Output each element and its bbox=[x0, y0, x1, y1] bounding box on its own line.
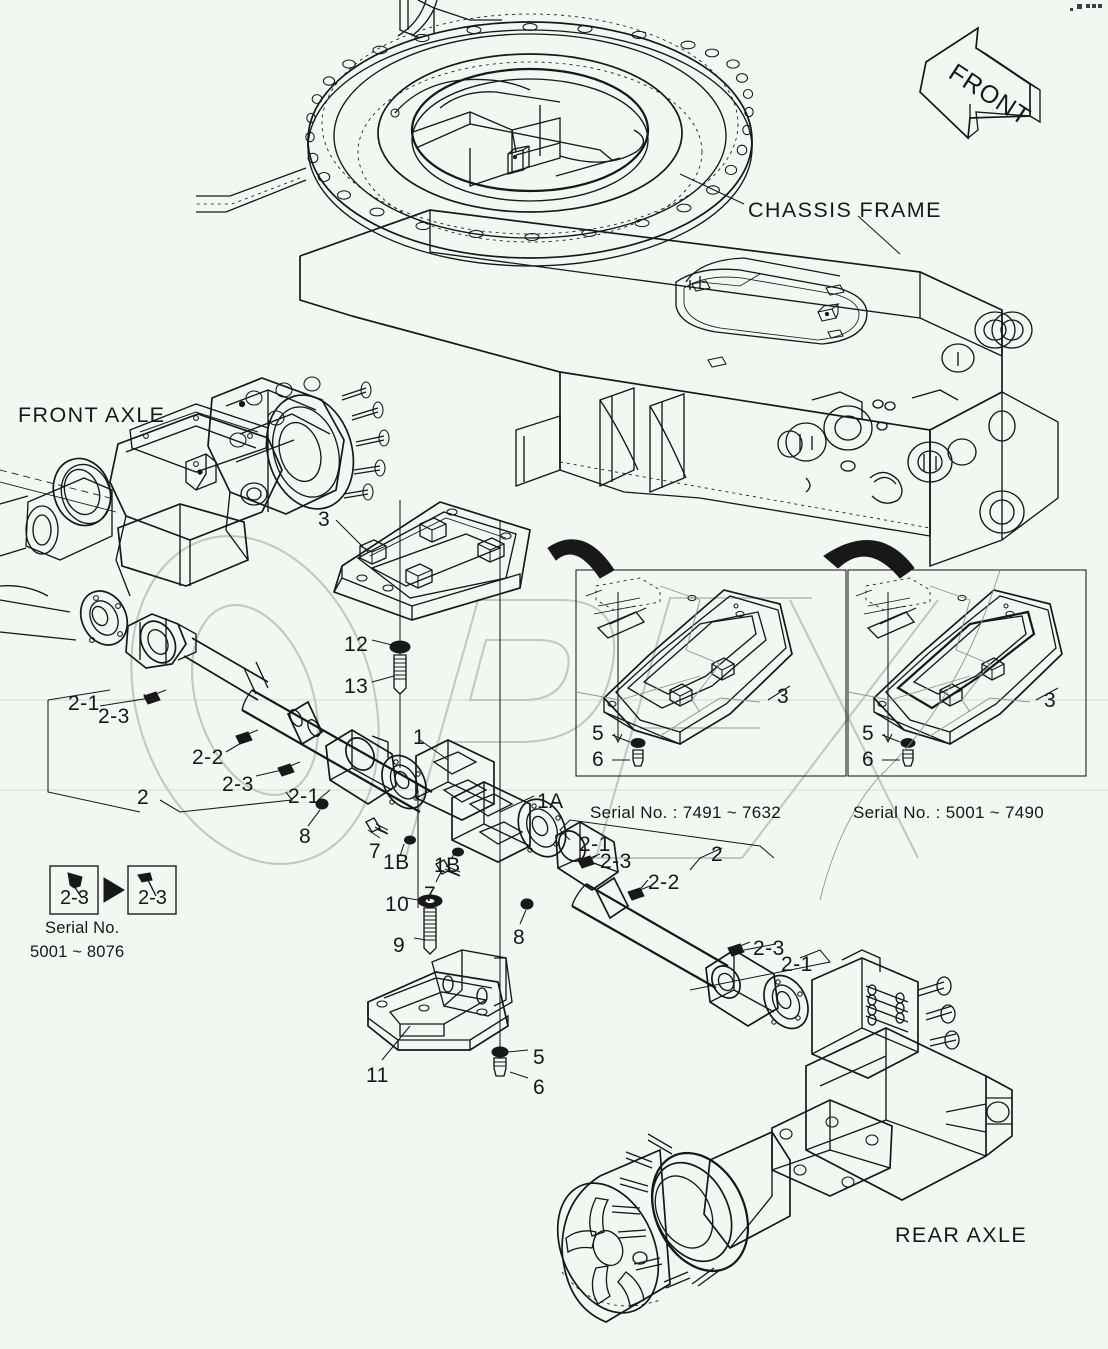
callout-c2-1-b: 2-1 bbox=[288, 785, 320, 808]
callout-c10: 10 bbox=[385, 893, 410, 916]
callout-c2-1-c: 2-1 bbox=[579, 833, 611, 856]
callout-c8-b: 8 bbox=[513, 926, 526, 949]
callout-c9: 9 bbox=[393, 934, 406, 957]
substitution-serial-line2: 5001 ~ 8076 bbox=[30, 943, 125, 961]
inset-left-part-3: 3 bbox=[777, 685, 790, 708]
callout-c13: 13 bbox=[344, 675, 369, 698]
corner-registration-mark bbox=[1070, 4, 1102, 11]
callout-c1A: 1A bbox=[537, 790, 564, 813]
callout-c1B-b: 1B bbox=[434, 854, 461, 877]
bolt-7-lower bbox=[435, 859, 461, 877]
callout-c2-2-b: 2-2 bbox=[648, 871, 680, 894]
bracket-3-upper bbox=[332, 501, 531, 695]
callout-c12: 12 bbox=[344, 633, 369, 656]
callout-c7-b: 7 bbox=[424, 883, 437, 906]
rear-propeller-shaft bbox=[520, 821, 809, 1030]
inset-right-part-3: 3 bbox=[1044, 689, 1057, 712]
leader-lines bbox=[47, 173, 1059, 1079]
move-arrows bbox=[547, 539, 915, 579]
inset-right-washer-5: 5 bbox=[862, 722, 875, 745]
callout-c6-main: 6 bbox=[533, 1076, 546, 1099]
bracket-3-nuts bbox=[359, 517, 505, 589]
callout-c2-2-a: 2-2 bbox=[192, 746, 224, 769]
callout-c2-a: 2 bbox=[137, 786, 150, 809]
inset-right-serial: Serial No. : 5001 ~ 7490 bbox=[853, 803, 1045, 822]
front-axle-assembly bbox=[0, 376, 390, 646]
substitution-from-label: 2-3 bbox=[60, 887, 89, 909]
substitution-note bbox=[49, 865, 177, 915]
callout-c2-1-a: 2-1 bbox=[68, 692, 100, 715]
callout-c8-a: 8 bbox=[299, 825, 312, 848]
callout-c2-3-b: 2-3 bbox=[222, 773, 254, 796]
front-arrow-sign bbox=[919, 26, 1041, 140]
inset-left-washer-5: 5 bbox=[592, 722, 605, 745]
slewing-ring-bearing bbox=[196, 0, 754, 267]
inset-left-serial: Serial No. : 7491 ~ 7632 bbox=[590, 803, 782, 822]
inset-box-left bbox=[575, 569, 847, 777]
callout-c7-a: 7 bbox=[369, 840, 382, 863]
front-propeller-shaft bbox=[125, 613, 433, 813]
callout-c2-1-d: 2-1 bbox=[781, 953, 813, 976]
inset-right-bolt-6: 6 bbox=[862, 748, 875, 771]
callout-c2-b: 2 bbox=[711, 843, 724, 866]
front-axle-title: FRONT AXLE bbox=[18, 403, 166, 427]
callout-c3-top: 3 bbox=[318, 508, 331, 531]
callout-c5-main: 5 bbox=[533, 1046, 546, 1069]
callout-c2-3-a: 2-3 bbox=[98, 705, 130, 728]
substitution-to-label: 2-3 bbox=[138, 887, 167, 909]
center-bearing-assembly bbox=[315, 500, 567, 1048]
inset-box-right bbox=[819, 569, 1087, 901]
clamp-markers bbox=[143, 689, 751, 957]
chassis-frame bbox=[299, 209, 1059, 567]
substitution-serial-line1: Serial No. bbox=[45, 919, 120, 937]
inset-left-bolt-6: 6 bbox=[592, 748, 605, 771]
callout-c2-3-d: 2-3 bbox=[753, 937, 785, 960]
bracket-11-lower bbox=[367, 949, 513, 1077]
washer-10-bolt-9 bbox=[417, 894, 443, 955]
rear-axle-title: REAR AXLE bbox=[895, 1223, 1028, 1247]
callout-c1B-a: 1B bbox=[383, 851, 410, 874]
callout-c2-3-c: 2-3 bbox=[600, 850, 632, 873]
chassis-frame-title: CHASSIS FRAME bbox=[748, 198, 942, 222]
callout-c11: 11 bbox=[366, 1064, 389, 1087]
callout-c1: 1 bbox=[413, 726, 426, 749]
bolt-7-upper bbox=[365, 817, 389, 835]
rear-axle-assembly bbox=[556, 949, 1013, 1323]
